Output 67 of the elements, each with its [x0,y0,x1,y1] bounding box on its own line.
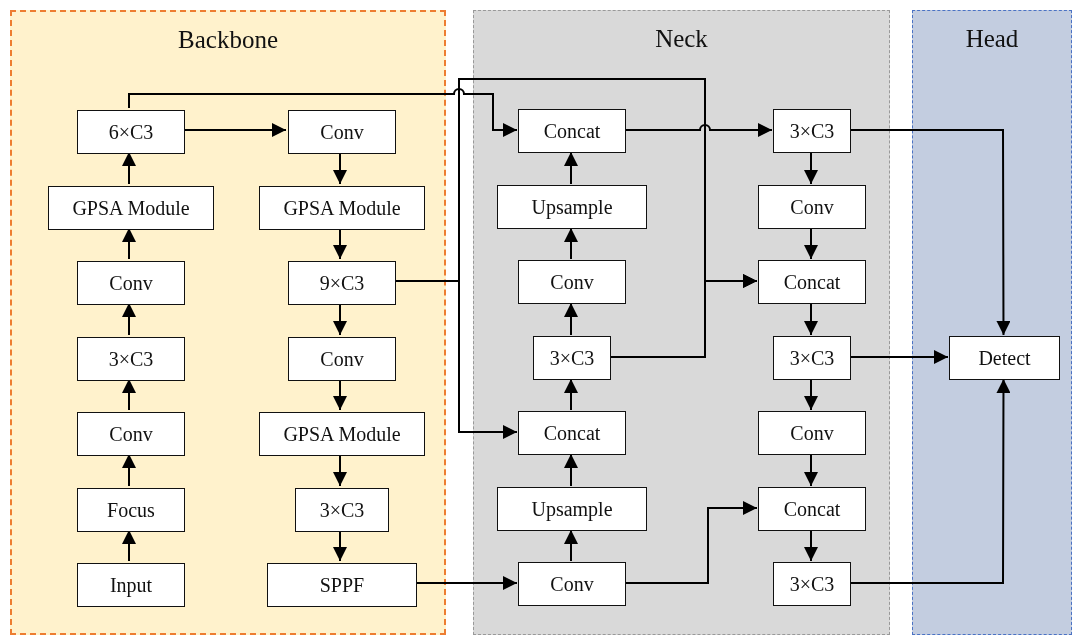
layer-box: GPSA Module [259,412,425,456]
layer-box: 3×C3 [77,337,185,381]
layer-box: Conv [288,337,396,381]
arrow [333,529,347,562]
arrow [849,129,1011,336]
arrow [122,302,136,336]
arrow [564,378,578,411]
layer-box: 3×C3 [773,109,851,153]
arrow [564,151,578,185]
layer-box: Upsample [497,185,647,229]
section-title: Neck [655,25,708,53]
arrow [333,302,347,336]
arrow [333,227,347,260]
arrow [609,274,758,358]
layer-box: Upsample [497,487,647,531]
arrow [122,529,136,562]
layer-box: Conv [758,411,866,455]
arrow [564,227,578,260]
layer-box: Conv [288,110,396,154]
layer-box: GPSA Module [48,186,214,230]
layer-box: Detect [949,336,1060,380]
layer-box: Conv [518,562,626,606]
layer-box: Conv [518,260,626,304]
layer-box: 3×C3 [773,562,851,606]
arrow [182,123,287,137]
arrow [804,453,818,487]
section-panel [10,10,446,635]
arrow [804,378,818,411]
layer-box: Conv [77,261,185,305]
arrow [122,151,136,185]
layer-box: 9×C3 [288,261,396,305]
arrow [564,529,578,562]
arrow [804,151,818,185]
arrow [849,350,949,364]
arrow [333,453,347,487]
arrow [122,227,136,260]
arrow [122,378,136,411]
layer-box: 3×C3 [533,336,611,380]
layer-box: 3×C3 [295,488,389,532]
section-title: Head [965,25,1019,53]
arrow [414,576,518,590]
layer-box: GPSA Module [259,186,425,230]
layer-box: Conv [77,412,185,456]
arrow [564,453,578,487]
arrow [333,151,347,185]
arrow [804,302,818,336]
layer-box: Input [77,563,185,607]
arrow [624,123,773,137]
arrow [564,302,578,336]
arrow [333,378,347,411]
arrow [804,227,818,260]
section-panel [912,10,1072,635]
layer-box: 6×C3 [77,110,185,154]
section-title: Backbone [178,26,278,54]
layer-box: Conv [758,185,866,229]
section-panel [473,10,890,635]
arrow [122,453,136,487]
layer-box: Concat [758,487,866,531]
arrow [624,501,758,584]
layer-box: Concat [518,411,626,455]
layer-box: Concat [758,260,866,304]
layer-box: 3×C3 [773,336,851,380]
arrow [804,529,818,562]
layer-box: SPPF [267,563,417,607]
arrow [849,378,1011,584]
layer-box: Concat [518,109,626,153]
layer-box: Focus [77,488,185,532]
